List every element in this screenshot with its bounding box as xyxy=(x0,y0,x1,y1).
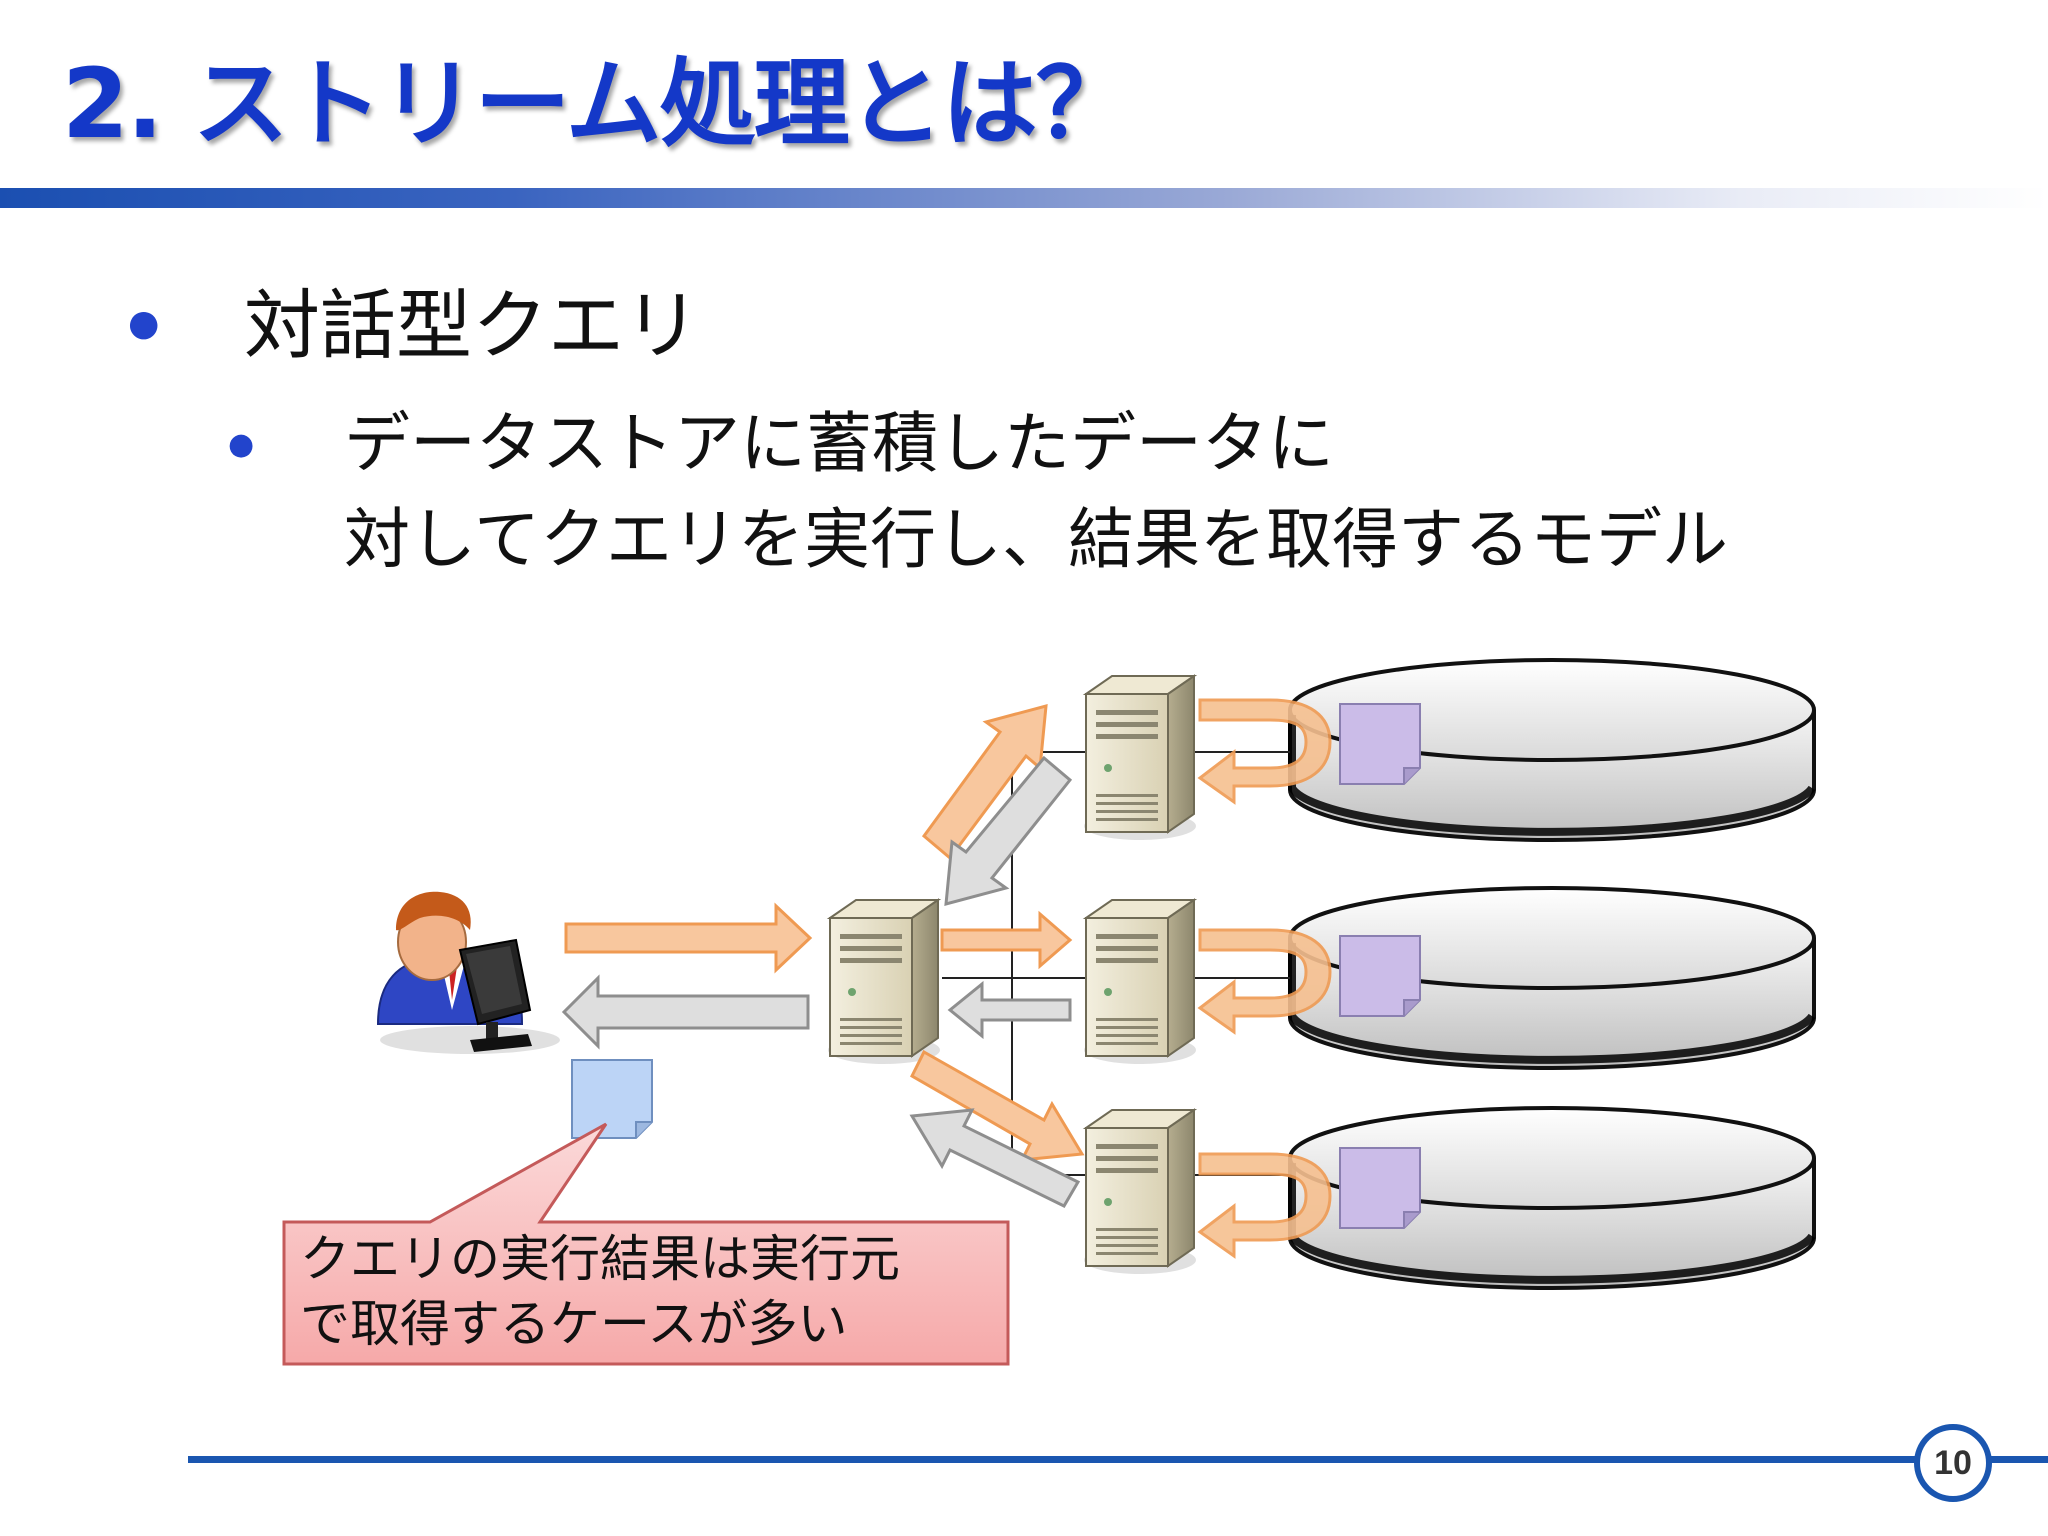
bullet-level2-line1: データストアに蓄積したデータに xyxy=(344,405,1334,482)
bullet-level2-text: データストアに蓄積したデータに 対してクエリを実行し、結果を取得するモデル xyxy=(344,396,1728,587)
page-number-badge: 10 xyxy=(1914,1424,1992,1502)
bullet-marker-level1: ● xyxy=(128,303,160,344)
bullet-level1-text: 対話型クエリ xyxy=(244,281,700,370)
footer-line xyxy=(188,1456,2048,1463)
slide-title: 2. ストリーム処理とは？ xyxy=(62,48,1132,160)
callout-line2: で取得するケースが多い xyxy=(300,1295,848,1353)
title-underline xyxy=(0,188,2048,208)
bullet-marker-level2: ● xyxy=(228,427,255,462)
callout-text: クエリの実行結果は実行元 で取得するケースが多い xyxy=(300,1227,1000,1357)
callout-line1: クエリの実行結果は実行元 xyxy=(300,1230,900,1288)
callout-box xyxy=(282,1122,1010,1366)
user-at-computer-icon xyxy=(376,891,560,1054)
bullet-level2-line2: 対してクエリを実行し、結果を取得するモデル xyxy=(344,500,1729,578)
page-number: 10 xyxy=(1934,1443,1972,1482)
